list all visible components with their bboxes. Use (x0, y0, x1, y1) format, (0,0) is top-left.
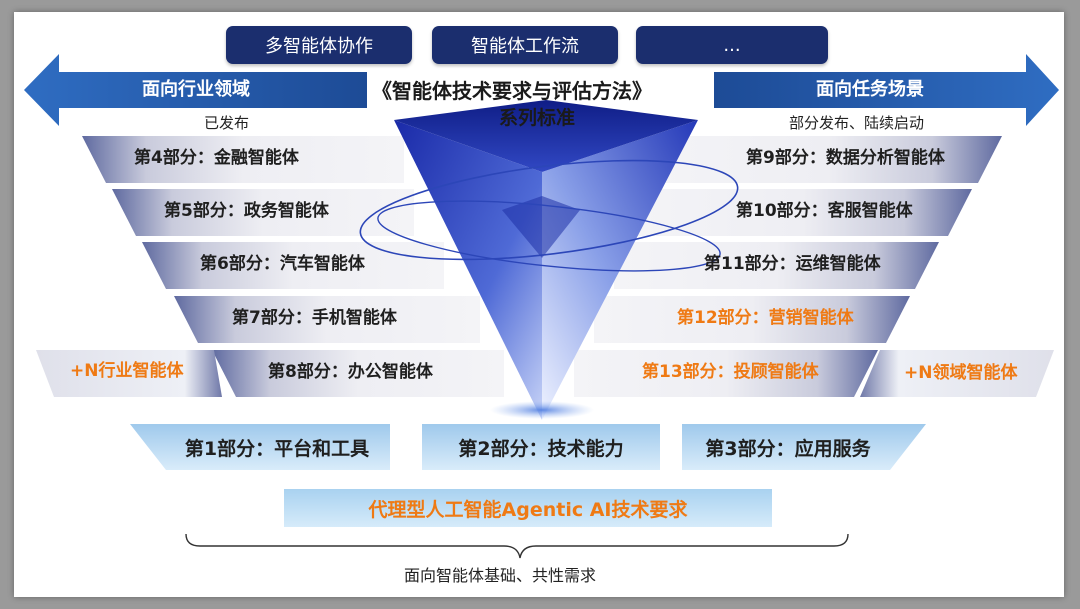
diagram-canvas: 多智能体协作 智能体工作流 ... 面向行业领域 面向任务场景 《智能体技术要求… (14, 12, 1064, 597)
right-part-12: 第12部分：营销智能体 (677, 308, 854, 328)
left-arrow (24, 54, 367, 126)
base-bar-label: 代理型人工智能Agentic AI技术要求 (368, 498, 688, 521)
left-extra-band (36, 350, 222, 397)
right-arrow-label: 面向任务场景 (816, 79, 924, 100)
right-part-10: 第10部分：客服智能体 (736, 201, 913, 221)
left-part-8: 第8部分：办公智能体 (268, 362, 433, 382)
left-band-1 (82, 136, 404, 183)
right-arrow (714, 54, 1059, 126)
right-band-3 (614, 242, 939, 289)
right-extra-label: +N领域智能体 (904, 363, 1018, 383)
foundation-part-1: 第1部分：平台和工具 (184, 437, 370, 460)
right-status: 部分发布、陆续启动 (789, 114, 925, 132)
cone-base-glow (490, 401, 594, 419)
right-band-1 (654, 136, 1002, 183)
left-arrow-label: 面向行业领域 (142, 79, 250, 100)
center-subtitle: 系列标准 (499, 107, 576, 129)
left-band-2 (112, 189, 414, 236)
right-band-2 (634, 189, 972, 236)
foundation-part-2: 第2部分：技术能力 (458, 437, 624, 460)
cone-right-face (542, 120, 698, 420)
base-bar-box (284, 489, 772, 527)
cone-top-face (394, 100, 698, 172)
orbit-ring-1 (359, 159, 739, 261)
right-part-9: 第9部分：数据分析智能体 (746, 148, 945, 168)
cone-inner-prism (502, 196, 580, 258)
foundation-box-1 (130, 424, 390, 470)
right-band-4 (594, 296, 910, 343)
center-title: 《智能体技术要求与评估方法》 (372, 79, 652, 103)
bottom-caption: 面向智能体基础、共性需求 (404, 566, 597, 585)
orbit-ring-2 (377, 200, 721, 272)
left-band-5 (212, 350, 504, 397)
foundation-box-3 (682, 424, 926, 470)
right-part-11: 第11部分：运维智能体 (704, 254, 881, 274)
left-status: 已发布 (204, 114, 250, 132)
cone-left-face (394, 120, 542, 420)
left-band-3 (142, 242, 444, 289)
left-part-7: 第7部分：手机智能体 (232, 308, 397, 328)
diagram-graphics (24, 54, 1059, 559)
curly-brace (185, 533, 849, 559)
tag-more: ... (636, 26, 828, 64)
right-extra-band (860, 350, 1054, 397)
right-band-5 (574, 350, 878, 397)
left-band-4 (174, 296, 480, 343)
foundation-box-2 (422, 424, 660, 470)
left-part-4: 第4部分：金融智能体 (134, 148, 299, 168)
foundation-part-3: 第3部分：应用服务 (705, 437, 871, 460)
tag-agent-workflow: 智能体工作流 (432, 26, 618, 64)
left-part-5: 第5部分：政务智能体 (164, 201, 329, 221)
left-extra-label: +N行业智能体 (70, 361, 184, 381)
left-part-6: 第6部分：汽车智能体 (200, 254, 365, 274)
right-part-13: 第13部分：投顾智能体 (642, 362, 819, 382)
tag-multi-agent-collaboration: 多智能体协作 (226, 26, 412, 64)
